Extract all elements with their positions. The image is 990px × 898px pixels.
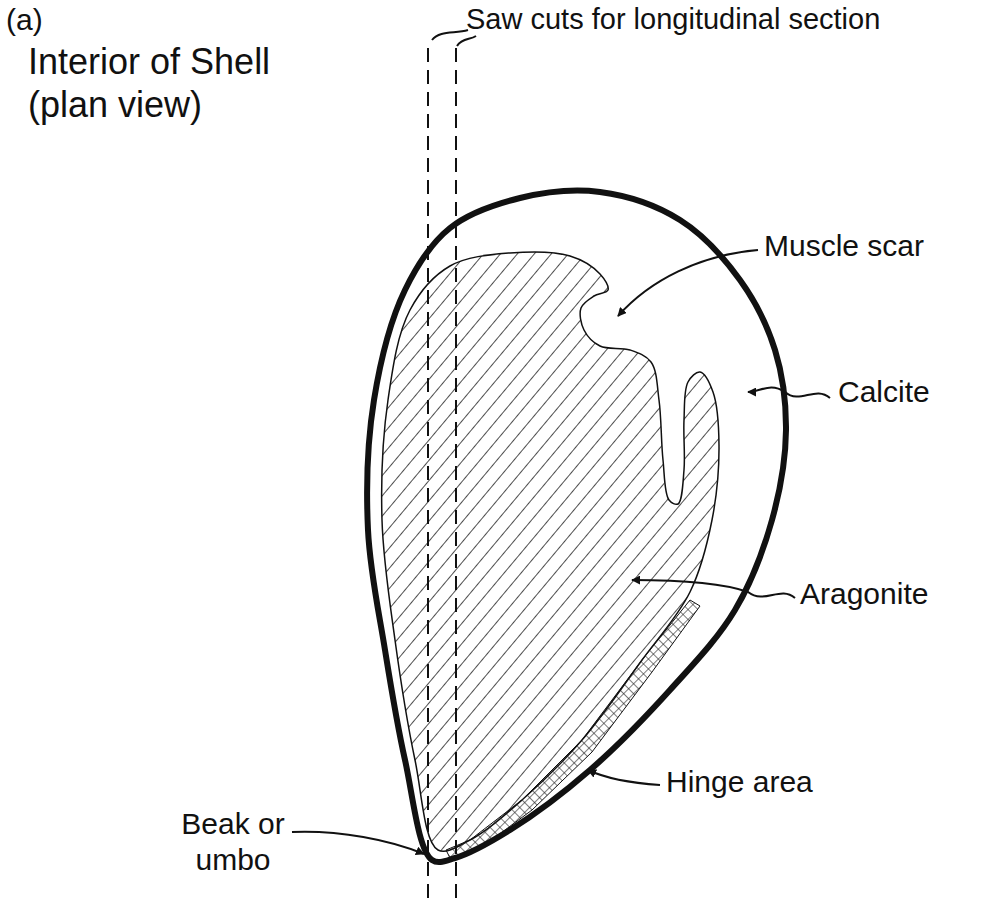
part-label: Calcite — [838, 374, 978, 410]
figure-title: Interior of Shell (plan view) — [28, 40, 358, 126]
part-label: Hinge area — [666, 764, 886, 800]
leader-line — [457, 36, 476, 46]
leader-line — [748, 388, 830, 398]
saw-cut-line — [427, 48, 429, 898]
shell-outline — [367, 191, 786, 863]
part-label: Muscle scar — [764, 228, 984, 264]
saw-cut-line — [455, 48, 457, 898]
saw-cut-label: Saw cuts for longitudinal section — [466, 2, 986, 37]
panel-label: (a) — [6, 2, 86, 38]
leader-line — [292, 832, 424, 854]
part-label: Aragonite — [800, 576, 980, 612]
calcite-region — [367, 191, 786, 863]
leader-line — [432, 30, 468, 40]
leader-line — [588, 770, 660, 785]
leader-line — [618, 250, 758, 316]
leader-line — [632, 580, 795, 598]
aragonite-region — [382, 252, 719, 851]
hinge-region — [446, 600, 700, 858]
part-label: Beak or umbo — [168, 806, 298, 878]
